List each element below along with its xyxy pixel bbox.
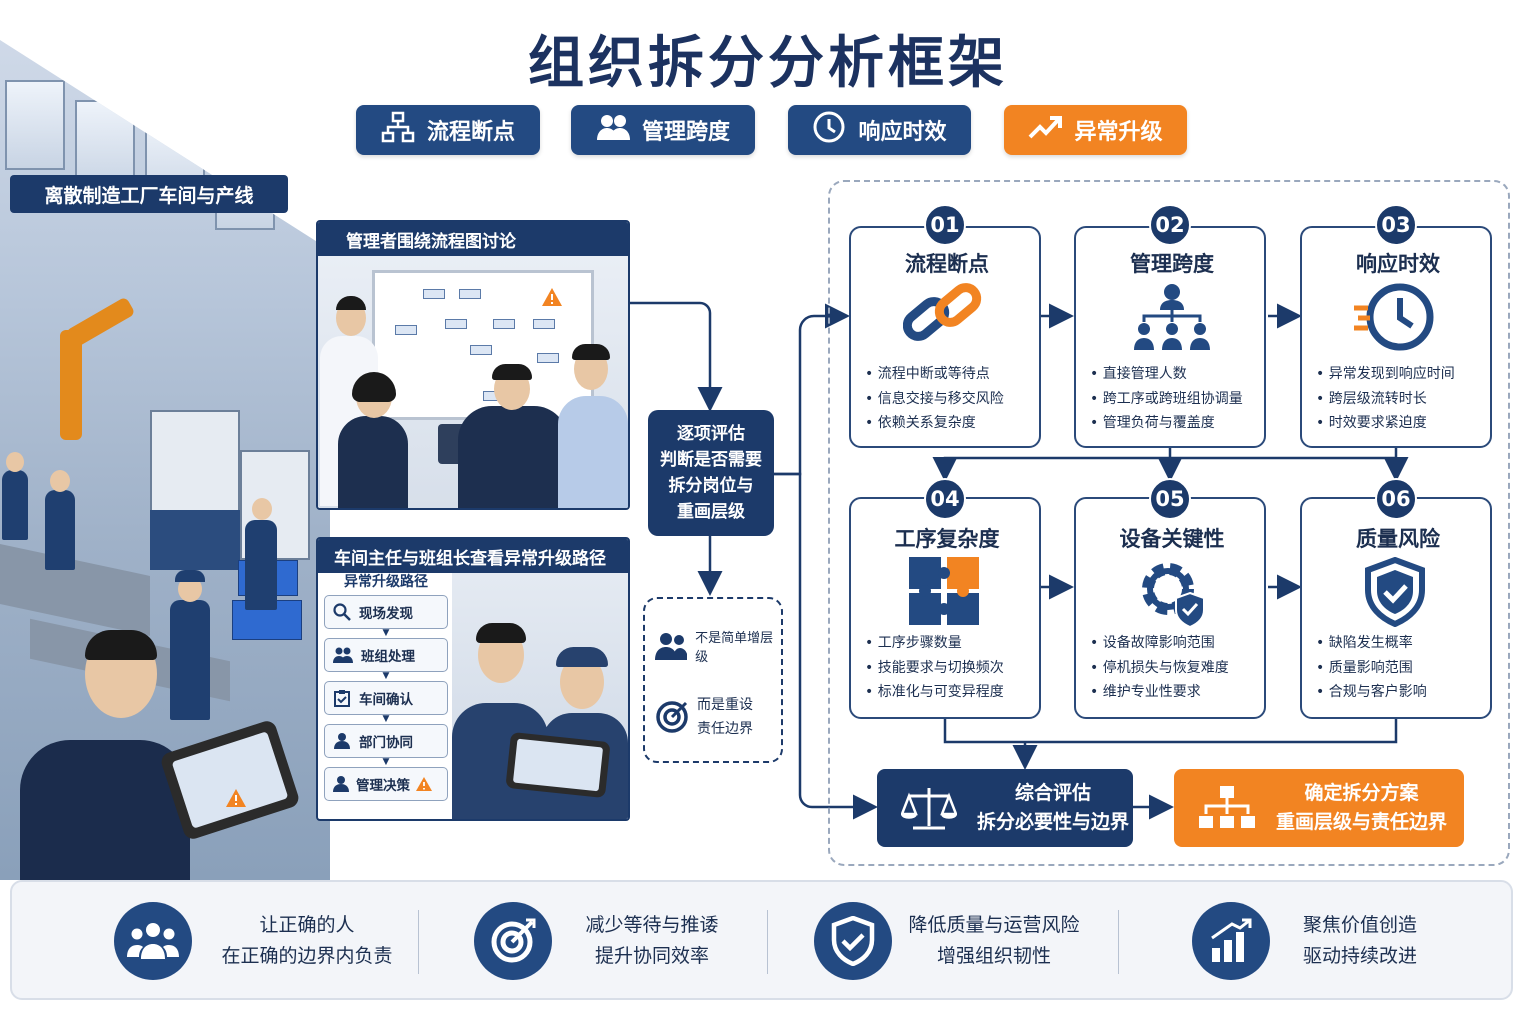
- plan-line: 重画层级与责任边界: [1276, 811, 1448, 833]
- card-bullets: 直接管理人数 跨工序或跨班组协调量 管理负荷与覆盖度: [1090, 362, 1243, 436]
- gear-shield-icon: [1142, 563, 1205, 627]
- card-response-time: 响应时效 异常发现到响应时间 跨层级流转时长 时效要求紧迫度: [1300, 226, 1492, 448]
- growth-chart-icon: [1192, 902, 1270, 980]
- card-bullets: 工序步骤数量 技能要求与切换频次 标准化与可变异程度: [865, 631, 1004, 705]
- step-number: 02: [1149, 204, 1191, 246]
- escalation-list-title: 异常升级路径: [344, 574, 428, 590]
- card-bullets: 流程中断或等待点 信息交接与移交风险 依赖关系复杂度: [865, 362, 1004, 436]
- shield-check-icon: [1365, 557, 1425, 627]
- trend-up-icon: [1028, 110, 1063, 150]
- arrow-down-icon: ▼: [382, 757, 390, 767]
- card-title: 质量风险: [1356, 527, 1440, 551]
- benefits-footer: 让正确的人 在正确的边界内负责 减少等待与推诿 提升协同效率 降低质量与运营风险…: [10, 880, 1513, 1000]
- card-title: 设备关键性: [1119, 527, 1225, 551]
- card-title: 响应时效: [1356, 252, 1440, 276]
- user-icon: [334, 733, 350, 749]
- step-number: 01: [924, 204, 966, 246]
- org-chart-icon: [1199, 786, 1255, 828]
- chain-link-icon: [903, 283, 982, 341]
- plan-line: 确定拆分方案: [1304, 782, 1419, 804]
- team-icon: [114, 902, 192, 980]
- shield-check-icon: [814, 902, 892, 980]
- benefit-text: 让正确的人 在正确的边界内负责: [221, 914, 393, 967]
- tag-process-breakpoint: 流程断点: [356, 105, 540, 155]
- supervisors-illustration: [452, 573, 628, 819]
- escalation-path-list: 异常升级路径 现场发现 ▼ 班组处理 ▼ 车间确认 ▼ 部门协同 ▼ 管理决策: [324, 569, 448, 801]
- step-number: 03: [1375, 204, 1417, 246]
- assess-line: 综合评估: [1015, 782, 1092, 804]
- card-process-breakpoint: 流程断点 流程中断或等待点 信息交接与移交风险 依赖关系复杂度: [849, 226, 1041, 448]
- arrow-down-icon: ▼: [382, 714, 390, 724]
- note-line: 不是简单增层级: [695, 631, 774, 665]
- escalation-step-discover: 现场发现: [324, 595, 448, 629]
- card-title: 流程断点: [905, 252, 989, 276]
- card-title: 工序复杂度: [894, 527, 1000, 551]
- card-title: 管理跨度: [1130, 252, 1214, 276]
- tag-label: 异常升级: [1074, 120, 1163, 145]
- card-bullets: 缺陷发生概率 质量影响范围 合规与客户影响: [1316, 631, 1427, 705]
- benefit-text: 降低质量与运营风险 增强组织韧性: [908, 914, 1080, 967]
- step-number: 06: [1375, 478, 1417, 520]
- factory-label: 离散制造工厂车间与产线: [10, 175, 288, 213]
- people-icon: [596, 110, 630, 150]
- meeting-panel-title: 管理者围绕流程图讨论: [318, 222, 628, 256]
- escalation-step-workshop: 车间确认: [324, 681, 448, 715]
- tag-label: 管理跨度: [641, 120, 730, 145]
- target-icon: [474, 902, 552, 980]
- page-title: 组织拆分分析框架: [528, 31, 1008, 96]
- note-line: 责任边界: [697, 721, 753, 737]
- meeting-panel: 管理者围绕流程图讨论: [316, 220, 630, 510]
- warning-icon: [226, 789, 246, 807]
- warning-icon: [416, 777, 432, 791]
- card-process-complexity: 工序复杂度 工序步骤数量 技能要求与切换频次 标准化与可变异程度: [849, 497, 1041, 719]
- divider: [767, 910, 768, 974]
- comprehensive-assessment: 综合评估 拆分必要性与边界: [877, 769, 1133, 847]
- card-bullets: 设备故障影响范围 停机损失与恢复难度 维护专业性要求: [1090, 631, 1229, 705]
- people-icon: [655, 633, 688, 660]
- escalation-step-department: 部门协同: [324, 724, 448, 758]
- people-icon: [333, 647, 353, 663]
- step-number: 04: [924, 478, 966, 520]
- divider: [418, 910, 419, 974]
- escalation-panel: 车间主任与班组长查看异常升级路径 异常升级路径 现场发现 ▼ 班组处理 ▼ 车间…: [316, 537, 630, 821]
- card-quality-risk: 质量风险 缺陷发生概率 质量影响范围 合规与客户影响: [1300, 497, 1492, 719]
- benefit-text: 聚焦价值创造 驱动持续改进: [1302, 914, 1417, 967]
- framework-frame: [828, 180, 1510, 866]
- escalation-panel-title: 车间主任与班组长查看异常升级路径: [318, 539, 628, 573]
- split-plan: 确定拆分方案 重画层级与责任边界: [1174, 769, 1464, 847]
- benefit-text: 减少等待与推诿 提升协同效率: [585, 914, 719, 967]
- flowchart-icon: [381, 110, 415, 150]
- note-box: 不是简单增层级 而是重设 责任边界: [643, 597, 783, 763]
- puzzle-icon: [909, 557, 979, 625]
- card-bullets: 异常发现到响应时间 跨层级流转时长 时效要求紧迫度: [1316, 362, 1455, 436]
- escalation-step-team: 班组处理: [324, 638, 448, 672]
- tag-exception-escalation: 异常升级: [1004, 105, 1187, 155]
- search-icon: [333, 603, 351, 621]
- org-chart-icon: [1134, 284, 1210, 350]
- decision-box: 逐项评估 判断是否需要 拆分岗位与 重画层级: [648, 410, 774, 536]
- tag-management-span: 管理跨度: [571, 105, 755, 155]
- note-line: 而是重设: [697, 697, 753, 713]
- card-equipment-criticality: 设备关键性 设备故障影响范围 停机损失与恢复难度 维护专业性要求: [1074, 497, 1266, 719]
- meeting-illustration: [318, 256, 628, 508]
- tag-label: 响应时效: [858, 120, 947, 145]
- escalation-step-management: 管理决策: [324, 767, 448, 801]
- arrow-down-icon: ▼: [382, 628, 390, 638]
- clipboard-icon: [334, 690, 350, 707]
- target-icon: [656, 701, 688, 733]
- assess-line: 拆分必要性与边界: [977, 811, 1130, 833]
- scales-icon: [901, 788, 957, 830]
- clock-icon: [812, 110, 846, 150]
- arrow-down-icon: ▼: [382, 671, 390, 681]
- manager-icon: [333, 776, 349, 792]
- card-management-span: 管理跨度 直接管理人数 跨工序或跨班组协调量 管理负荷与覆盖度: [1074, 226, 1266, 448]
- divider: [1118, 910, 1119, 974]
- tag-label: 流程断点: [426, 120, 515, 145]
- tag-response-time: 响应时效: [788, 105, 971, 155]
- warning-icon: [542, 288, 562, 306]
- clock-icon: [1354, 283, 1434, 351]
- step-number: 05: [1149, 478, 1191, 520]
